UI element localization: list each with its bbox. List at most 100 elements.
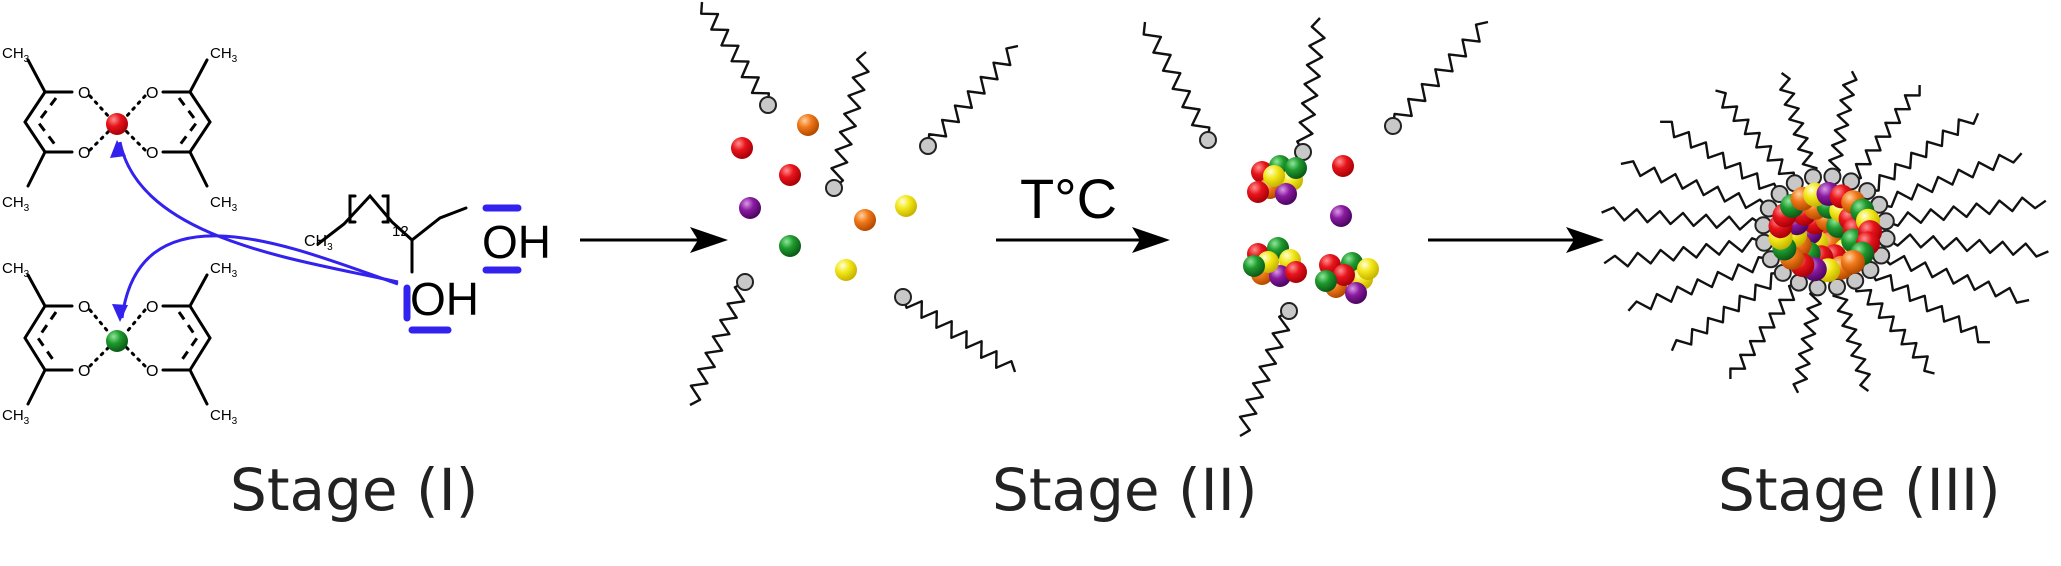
- ligand-tail: [1660, 120, 1781, 195]
- cluster-atom: [1275, 183, 1297, 205]
- surfactant-tail: [1391, 20, 1489, 127]
- stage-3-label: Stage (III): [1718, 456, 2001, 524]
- nanoparticle-ligand-shell: [1601, 70, 2049, 394]
- metal-acac-complex-bottom: [23, 273, 212, 406]
- ligand-tail: [1627, 256, 1771, 312]
- ligand-tail: [1779, 72, 1818, 178]
- oxygen-label: O: [78, 299, 90, 316]
- stage-1-label: Stage (I): [230, 456, 478, 524]
- methyl-label: CH3: [210, 407, 238, 427]
- purple-precursor-atom: [1330, 205, 1352, 227]
- stage-2-label: Stage (II): [992, 456, 1258, 524]
- nucleation-clusters: [1243, 155, 1379, 304]
- methyl-label: CH3: [304, 233, 333, 253]
- coordination-arrows: [110, 140, 399, 322]
- purple-precursor-atom: [739, 197, 761, 219]
- cluster-atom: [1247, 181, 1269, 203]
- oxygen-label: O: [146, 85, 158, 102]
- core-atom: [1840, 250, 1865, 274]
- surfactant-head: [825, 179, 843, 197]
- metal-acac-complex-top: [23, 58, 212, 188]
- surfactant-head: [1280, 302, 1298, 320]
- methyl-label: CH3: [2, 260, 30, 280]
- ligand-tail: [1828, 70, 1858, 178]
- diol-molecule: CH3 12 OH OH: [304, 193, 551, 334]
- surfactant-tail: [1238, 309, 1291, 438]
- cluster-atom: [1333, 264, 1355, 286]
- methyl-label: CH3: [2, 45, 30, 65]
- surfactant-head: [1199, 131, 1217, 149]
- ligand-tail: [1885, 233, 2049, 258]
- repeat-count-label: 12: [392, 223, 409, 240]
- oxygen-label: O: [78, 145, 90, 162]
- yellow-precursor-atom: [895, 195, 917, 217]
- surfactant-head: [759, 96, 777, 114]
- stage2-precursors: [731, 114, 917, 281]
- green-metal-atom: [106, 330, 128, 352]
- oxygen-label: O: [146, 363, 158, 380]
- ligand-tail: [1850, 85, 1921, 183]
- surfactant-tail: [689, 280, 746, 407]
- red-metal-atom: [106, 113, 128, 135]
- temperature-label: T°C: [1020, 167, 1117, 230]
- methyl-label: CH3: [210, 194, 238, 214]
- cluster-atom: [1285, 261, 1307, 283]
- ligand-tail: [1869, 269, 1990, 344]
- surfactant-tail: [700, 1, 770, 106]
- ligand-tail: [1867, 112, 1980, 193]
- red-precursor-atom: [1332, 155, 1354, 177]
- surfactant-tail: [926, 44, 1019, 147]
- methyl-label: CH3: [2, 194, 30, 214]
- ligand-head: [1858, 182, 1877, 201]
- stage2-surfactants: [689, 1, 1019, 407]
- oxygen-label: O: [78, 85, 90, 102]
- cluster-atom: [1315, 270, 1337, 292]
- methyl-label: CH3: [210, 45, 238, 65]
- reaction-arrow-1: [580, 227, 728, 253]
- ligand-tail: [1880, 254, 2030, 304]
- ligand-head: [1808, 278, 1827, 297]
- surfactant-tail: [830, 51, 870, 189]
- ligand-tail: [1854, 280, 1935, 375]
- orange-precursor-atom: [797, 114, 819, 136]
- nanoparticle-core: [1768, 181, 1882, 283]
- ligand-tail: [1792, 286, 1822, 394]
- cluster-atom: [1243, 255, 1265, 277]
- oxygen-label: O: [78, 363, 90, 380]
- reaction-arrow-3: [1428, 227, 1604, 253]
- nucleation-surfactants: [1142, 17, 1489, 438]
- cluster-atom: [1345, 282, 1367, 304]
- ligand-tail: [1601, 206, 1765, 231]
- surfactant-head: [1384, 117, 1402, 135]
- ligand-tail: [1603, 237, 1765, 268]
- cluster-atom: [1357, 258, 1379, 280]
- surfactant-head: [894, 288, 912, 306]
- ligand-head: [1804, 168, 1822, 187]
- ligand-head: [1789, 273, 1808, 292]
- ligand-tail: [1670, 271, 1783, 352]
- surfactant-head: [736, 273, 754, 291]
- yellow-precursor-atom: [835, 259, 857, 281]
- orange-precursor-atom: [854, 209, 876, 231]
- cluster-atom: [1263, 165, 1285, 187]
- ligand-tail: [1715, 89, 1796, 184]
- hydroxyl-label-bottom: OH: [410, 273, 479, 325]
- reaction-arrow-2: [996, 227, 1170, 253]
- surfactant-head: [919, 137, 937, 155]
- ligand-tail: [1879, 152, 2023, 208]
- red-precursor-atom: [731, 137, 753, 159]
- methyl-label: CH3: [2, 407, 30, 427]
- surfactant-tail: [1296, 17, 1326, 153]
- green-precursor-atom: [779, 235, 801, 257]
- surfactant-tail: [901, 296, 1017, 373]
- oxygen-label: O: [146, 145, 158, 162]
- methyl-label: CH3: [210, 260, 238, 280]
- surfactant-tail: [1142, 21, 1211, 141]
- hydroxyl-label-right: OH: [482, 216, 551, 268]
- ligand-tail: [1729, 281, 1800, 379]
- cluster-atom: [1285, 157, 1307, 179]
- red-precursor-atom: [779, 164, 801, 186]
- ligand-tail: [1885, 196, 2047, 227]
- oxygen-label: O: [146, 299, 158, 316]
